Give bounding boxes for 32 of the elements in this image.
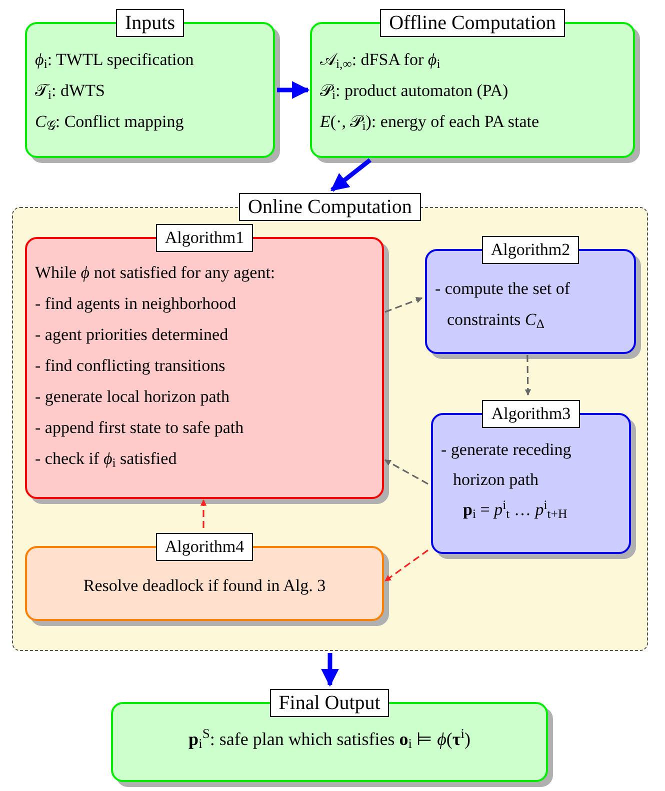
box-title: Inputs [116, 9, 184, 37]
arrow [384, 550, 428, 582]
box-text: ϕ$_{i}$: TWTL specification [35, 49, 195, 74]
arrow [524, 354, 532, 396]
arrow [384, 297, 423, 313]
arrow [277, 81, 310, 99]
box-text: - compute the set of constraints C$_{Δ}$ [435, 278, 572, 334]
box-text: 𝒫$_{i}$: product automaton (PA) [320, 80, 510, 104]
arrow [330, 158, 372, 192]
box-text: - check if ϕ$_{i}$ satisfied [35, 448, 178, 472]
box-title: Algorithm4 [156, 533, 254, 561]
box-title: Algorithm1 [156, 224, 254, 252]
box-text: 𝒜$_{i,∞}$: dFSA for ϕ$_{i}$ [320, 49, 442, 74]
box-text: C$_{𝒢}$: Conflict mapping [35, 111, 185, 136]
box-text: E(·, 𝒫$_{i}$): energy of each PA state [320, 111, 540, 136]
box-title: Final Output [270, 689, 390, 717]
box-text: p$_{i}$$^{S}$: safe plan which satisfies o$_{i}$ ⊨ ϕ(τ$^{i}$) [188, 725, 472, 754]
box-text: - generate local horizon path [35, 386, 230, 408]
box-text: While ϕ not satisfied for any agent: [35, 262, 276, 284]
box-title: Online Computation [239, 193, 421, 221]
box-text: Resolve deadlock if found in Alg. 3 [82, 575, 327, 597]
box-text: - find agents in neighborhood [35, 293, 238, 315]
box-text: - agent priorities determined [35, 324, 230, 346]
box-title: Offline Computation [380, 9, 565, 37]
box-text: - find conflicting transitions [35, 355, 226, 377]
arrow [200, 499, 207, 528]
box-text: 𝒯$_{i}$: dWTS [35, 80, 106, 104]
box-text: - append first state to safe path [35, 417, 245, 439]
arrow [384, 459, 428, 485]
box-title: Algorithm3 [482, 400, 580, 428]
box-title: Algorithm2 [482, 236, 580, 264]
arrow [320, 653, 339, 687]
